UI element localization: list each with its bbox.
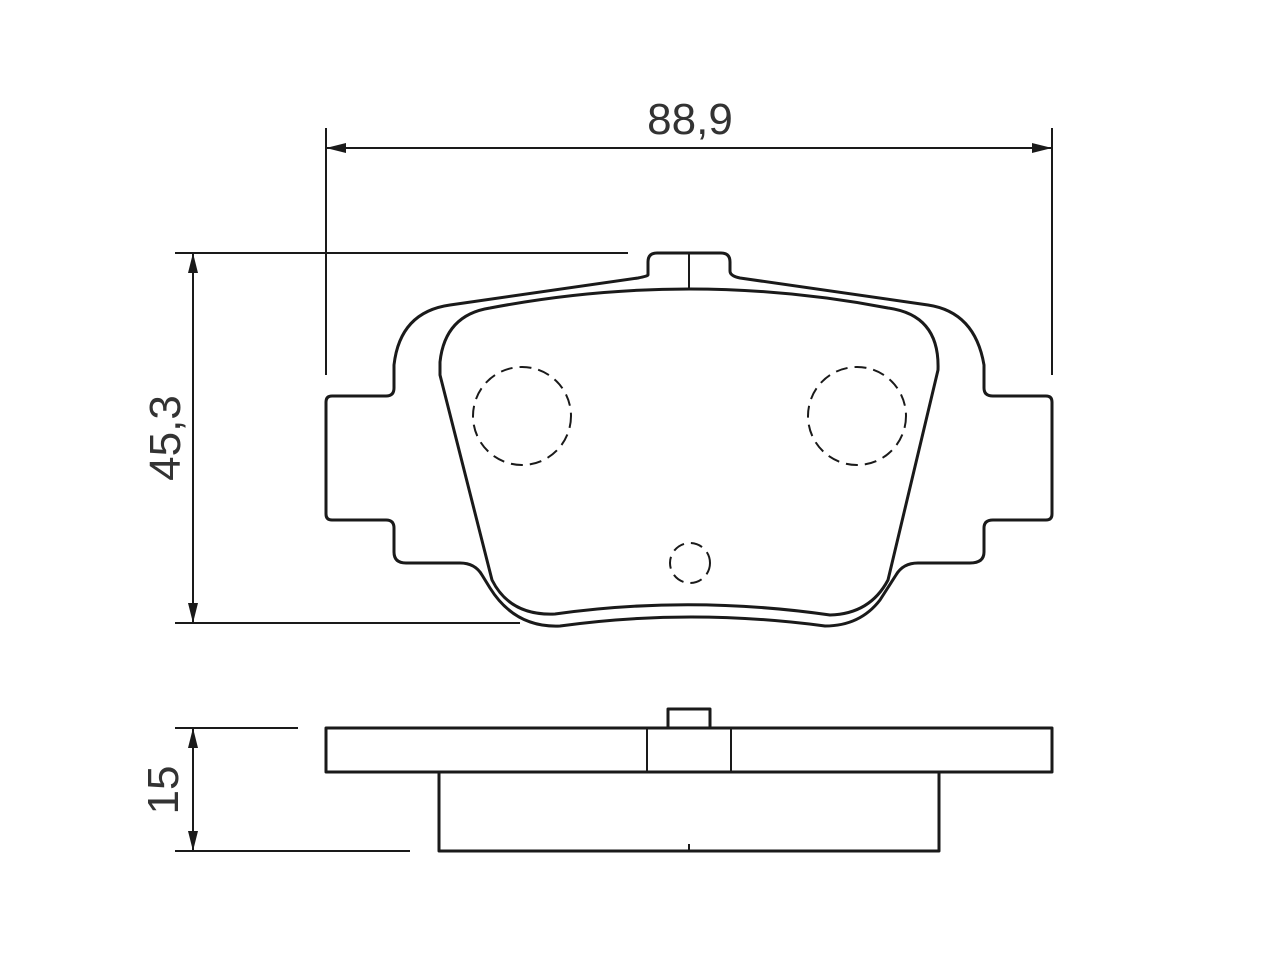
dashed-hole-small (669, 542, 711, 584)
side-view-friction-block (437, 770, 941, 853)
side-view (324, 707, 1054, 853)
thickness-dimension-label: 15 (139, 766, 188, 815)
friction-material-outline (438, 287, 940, 617)
side-view-backing-plate (324, 726, 1054, 774)
side-view-tab (666, 707, 712, 730)
height-dimension: 45,3 (141, 252, 628, 624)
backing-plate-outline (324, 251, 1054, 628)
height-dimension-label: 45,3 (141, 395, 190, 481)
dashed-hole-left (472, 366, 572, 466)
dashed-hole-right (807, 366, 907, 466)
width-dimension: 88,9 (325, 95, 1053, 375)
width-dimension-label: 88,9 (647, 95, 733, 144)
thickness-dimension: 15 (139, 727, 410, 852)
